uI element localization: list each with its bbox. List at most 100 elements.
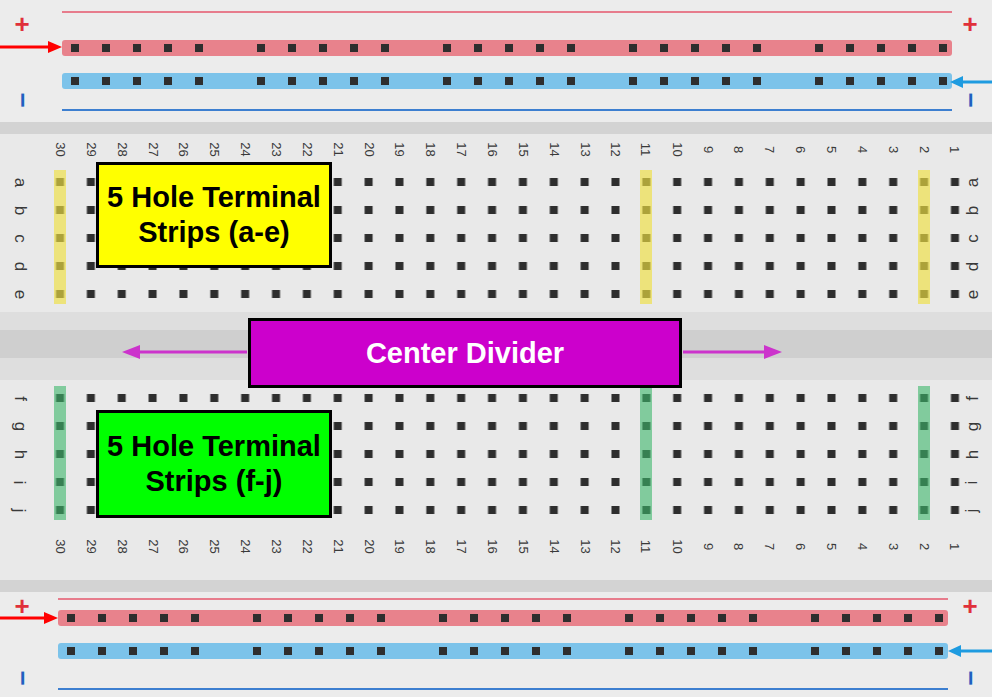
- rail-holes: [62, 71, 952, 91]
- column-number: 4: [856, 542, 869, 549]
- terminal-strip-highlight: [918, 386, 930, 520]
- positive-rail-line: [58, 598, 948, 600]
- column-number: 11: [640, 142, 653, 156]
- rail-polarity-sign: +: [15, 593, 30, 619]
- row-letter: a: [12, 177, 29, 186]
- column-number: 3: [887, 542, 900, 549]
- negative-rail-line: [58, 688, 948, 690]
- column-number: 8: [733, 145, 746, 152]
- rail-holes: [58, 608, 948, 628]
- rail-groove: [0, 122, 992, 134]
- column-number: 6: [794, 145, 807, 152]
- column-number: 26: [177, 142, 190, 156]
- column-number: 16: [486, 539, 499, 553]
- column-number: 26: [177, 539, 190, 553]
- column-number: 9: [702, 542, 715, 549]
- row-letter: g: [964, 421, 981, 430]
- rail-polarity-sign: +: [963, 11, 978, 37]
- column-number: 1: [949, 145, 962, 152]
- box-label: Center Divider: [366, 336, 564, 371]
- column-number: 3: [887, 145, 900, 152]
- bottom-power-rail-area: [0, 592, 992, 697]
- pointer-arrow: [0, 41, 62, 53]
- column-number: 12: [609, 539, 622, 553]
- column-number: 20: [362, 539, 375, 553]
- column-number: 19: [393, 142, 406, 156]
- column-number: 23: [270, 539, 283, 553]
- positive-rail-line: [62, 11, 952, 13]
- pointer-arrow: [950, 76, 992, 88]
- column-number: 27: [146, 142, 159, 156]
- column-number: 14: [547, 142, 560, 156]
- column-number: 30: [54, 142, 67, 156]
- row-letter: g: [12, 421, 29, 430]
- row-letter: a: [964, 177, 981, 186]
- row-letter: i: [963, 480, 980, 484]
- terminal-strip-highlight: [54, 386, 66, 520]
- column-number: 19: [393, 539, 406, 553]
- negative-rail-line: [62, 109, 952, 111]
- row-letter: b: [12, 205, 29, 214]
- terminal-strip-highlight: [54, 170, 66, 304]
- terminal-holes: [45, 384, 971, 524]
- column-number: 17: [455, 539, 468, 553]
- row-letter: e: [12, 289, 29, 298]
- row-letter: e: [964, 289, 981, 298]
- column-number: 10: [671, 539, 684, 553]
- column-number: 14: [547, 539, 560, 553]
- rail-holes: [58, 641, 948, 661]
- column-number: 25: [208, 142, 221, 156]
- box-label: 5 Hole Terminal Strips (a-e): [103, 180, 325, 250]
- column-number: 24: [239, 142, 252, 156]
- column-number: 5: [825, 542, 838, 549]
- label-box: 5 Hole Terminal Strips (f-j): [96, 410, 332, 518]
- rail-holes: [62, 38, 952, 58]
- column-number: 10: [671, 142, 684, 156]
- column-number: 22: [301, 539, 314, 553]
- label-box: Center Divider: [248, 318, 682, 388]
- column-number: 4: [856, 145, 869, 152]
- column-number: 8: [733, 542, 746, 549]
- rail-polarity-sign: +: [15, 11, 30, 37]
- row-letter: j: [963, 508, 980, 512]
- column-number: 21: [331, 142, 344, 156]
- column-number: 13: [578, 539, 591, 553]
- column-number: 9: [702, 145, 715, 152]
- column-number: 20: [362, 142, 375, 156]
- row-letter: h: [12, 449, 29, 458]
- column-number: 21: [331, 539, 344, 553]
- column-number: 2: [918, 542, 931, 549]
- rail-polarity-sign: −: [957, 670, 983, 685]
- column-number: 13: [578, 142, 591, 156]
- row-letter: b: [964, 205, 981, 214]
- column-number: 29: [85, 142, 98, 156]
- row-letter: d: [964, 261, 981, 270]
- row-letter: d: [12, 261, 29, 270]
- column-number: 15: [517, 539, 530, 553]
- row-letter: f: [11, 396, 28, 401]
- row-letter: f: [963, 396, 980, 401]
- rail-polarity-sign: −: [9, 670, 35, 685]
- column-number: 28: [115, 142, 128, 156]
- rail-polarity-sign: −: [9, 92, 35, 107]
- row-letter: i: [11, 480, 28, 484]
- pointer-arrow: [948, 645, 992, 657]
- column-number: 5: [825, 145, 838, 152]
- terminal-strip-highlight: [640, 386, 652, 520]
- column-number: 1: [949, 542, 962, 549]
- column-number: 22: [301, 142, 314, 156]
- divider-arrow: [122, 345, 247, 359]
- column-number: 29: [85, 539, 98, 553]
- row-letter: c: [11, 234, 28, 243]
- rail-polarity-sign: +: [963, 593, 978, 619]
- terminal-strip-highlight: [918, 170, 930, 304]
- column-number: 30: [54, 539, 67, 553]
- divider-arrow: [683, 345, 782, 359]
- column-number: 15: [517, 142, 530, 156]
- column-number: 28: [115, 539, 128, 553]
- terminal-holes: [45, 168, 971, 308]
- row-letter: j: [11, 508, 28, 512]
- box-label: 5 Hole Terminal Strips (f-j): [103, 429, 325, 499]
- terminal-area-top: [0, 134, 992, 312]
- column-number: 11: [640, 539, 653, 553]
